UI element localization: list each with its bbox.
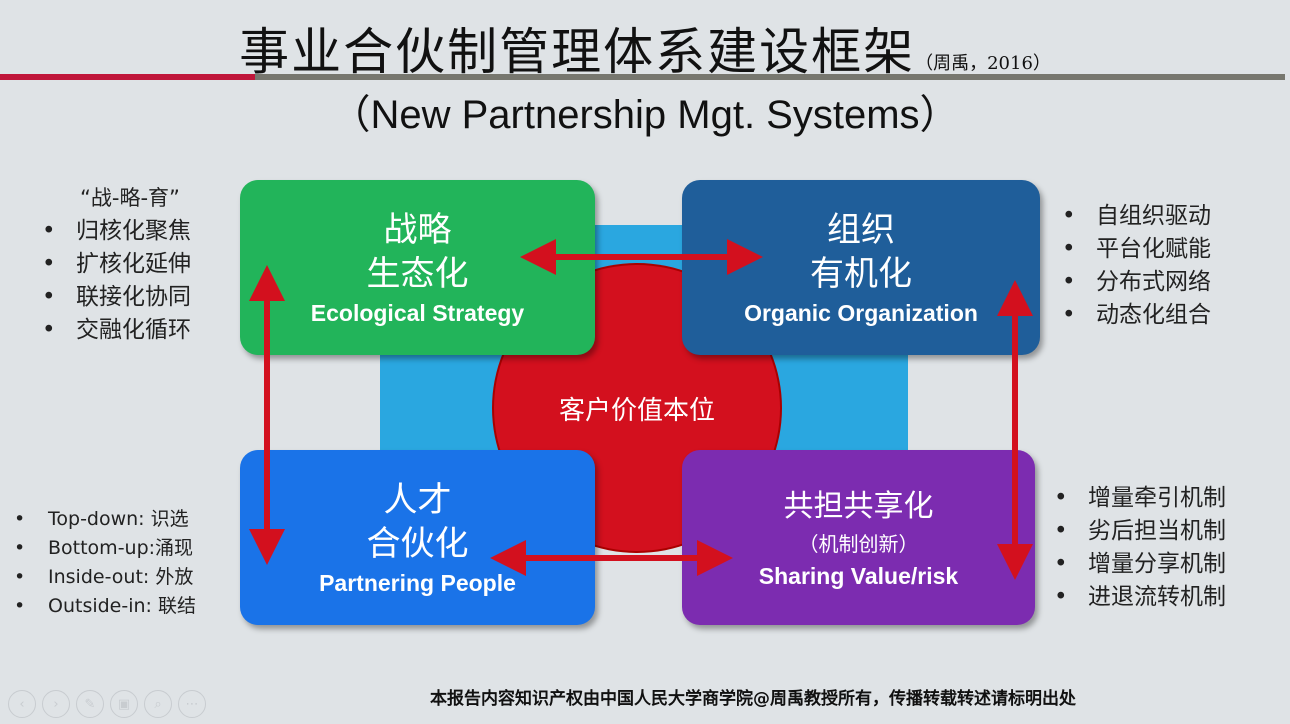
slides-icon[interactable]: ▣ — [110, 690, 138, 718]
organization-list: 自组织驱动 平台化赋能 分布式网络 动态化组合 — [1058, 200, 1211, 332]
list-item: 动态化组合 — [1058, 299, 1211, 332]
list-item: 增量牵引机制 — [1050, 482, 1226, 515]
strategy-list: 归核化聚焦 扩核化延伸 联接化协同 交融化循环 — [38, 215, 191, 347]
box-title-1: 共担共享化 — [783, 489, 934, 524]
list-item: 交融化循环 — [38, 314, 191, 347]
copyright-footer: 本报告内容知识产权由中国人民大学商学院@周禹教授所有，传播转载转述请标明出处 — [430, 689, 1076, 709]
more-icon[interactable]: ⋯ — [178, 690, 206, 718]
box-title-1: 组织 — [827, 210, 895, 250]
list-item: 联接化协同 — [38, 281, 191, 314]
box-english: Organic Organization — [744, 300, 978, 326]
previous-icon[interactable]: ‹ — [8, 690, 36, 718]
title-main: 事业合伙制管理体系建设框架 — [239, 23, 916, 81]
list-item: Top-down: 识选 — [10, 505, 196, 534]
title-rule-accent — [0, 74, 255, 80]
box-sharing-value-risk: 共担共享化 （机制创新） Sharing Value/risk — [682, 450, 1035, 625]
list-item: 扩核化延伸 — [38, 248, 191, 281]
list-item: Outside-in: 联结 — [10, 592, 196, 621]
list-item: 分布式网络 — [1058, 266, 1211, 299]
list-item: 劣后担当机制 — [1050, 515, 1226, 548]
page-title: 事业合伙制管理体系建设框架（周禹，2016） — [0, 12, 1290, 84]
people-list: Top-down: 识选 Bottom-up:涌现 Inside-out: 外放… — [10, 505, 196, 621]
list-item: 归核化聚焦 — [38, 215, 191, 248]
zoom-icon[interactable]: ⌕ — [144, 690, 172, 718]
box-title-2: 合伙化 — [366, 524, 469, 564]
box-english: Sharing Value/risk — [758, 563, 959, 589]
list-item: 平台化赋能 — [1058, 233, 1211, 266]
list-item: 进退流转机制 — [1050, 581, 1226, 614]
box-english: Ecological Strategy — [310, 300, 525, 326]
box-ecological-strategy: 战略 生态化 Ecological Strategy — [240, 180, 595, 355]
pen-icon[interactable]: ✎ — [76, 690, 104, 718]
box-title-2: （机制创新） — [798, 532, 919, 556]
sharing-list: 增量牵引机制 劣后担当机制 增量分享机制 进退流转机制 — [1050, 482, 1226, 614]
box-title-1: 战略 — [383, 210, 452, 250]
next-icon[interactable]: › — [42, 690, 70, 718]
box-title-2: 生态化 — [366, 254, 469, 294]
strategy-list-heading: “战-略-育” — [80, 186, 180, 210]
presentation-toolbar: ‹ › ✎ ▣ ⌕ ⋯ — [8, 690, 206, 718]
box-english: Partnering People — [319, 570, 516, 596]
center-label: 客户价值本位 — [558, 396, 715, 426]
title-citation: （周禹，2016） — [915, 53, 1051, 74]
list-item: Bottom-up:涌现 — [10, 534, 196, 563]
list-item: 增量分享机制 — [1050, 548, 1226, 581]
list-item: Inside-out: 外放 — [10, 563, 196, 592]
title-rule — [255, 74, 1285, 80]
box-title-2: 有机化 — [810, 254, 912, 294]
subtitle: （New Partnership Mgt. Systems） — [330, 93, 960, 137]
box-organic-organization: 组织 有机化 Organic Organization — [682, 180, 1040, 355]
list-item: 自组织驱动 — [1058, 200, 1211, 233]
box-partnering-people: 人才 合伙化 Partnering People — [240, 450, 595, 625]
box-title-1: 人才 — [383, 480, 452, 520]
